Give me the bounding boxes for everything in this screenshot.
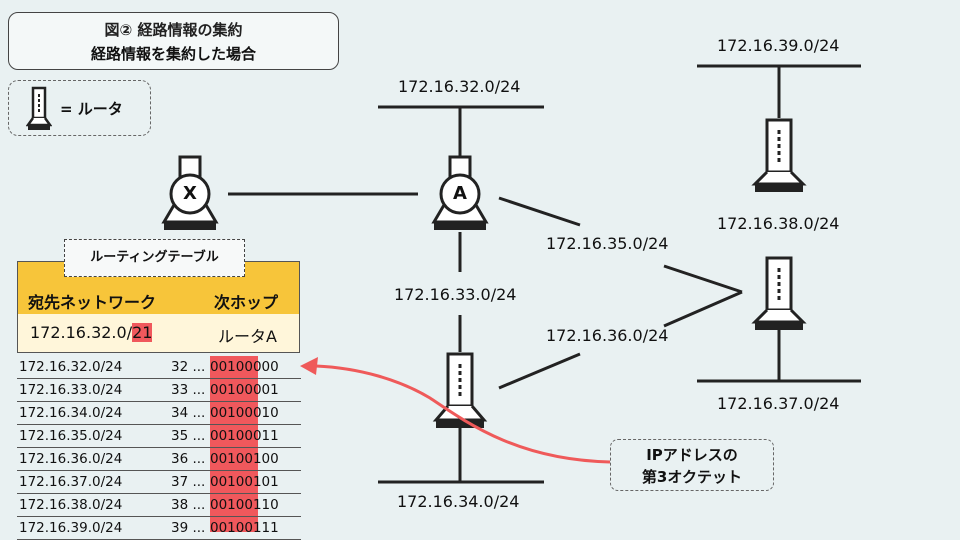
rt-hop: ルータA	[218, 327, 277, 346]
router-a-label: A	[453, 183, 467, 204]
octet-row-decimal: 38 ...	[171, 497, 206, 513]
octet-row-decimal: 33 ...	[171, 382, 206, 398]
network-label-37: 172.16.37.0/24	[717, 394, 840, 413]
callout-line1: IPアドレスの	[646, 446, 738, 464]
octet-row-network: 172.16.32.0/24	[19, 359, 123, 375]
legend-box	[8, 80, 151, 136]
title-box: 図② 経路情報の集約 経路情報を集約した場合	[8, 12, 339, 70]
octet-row: 172.16.38.0/24 38 ...00100110	[17, 494, 301, 517]
octet-row: 172.16.33.0/24 33 ...00100001	[17, 379, 301, 402]
link-35-right	[663, 264, 743, 294]
octet-row-decimal: 36 ...	[171, 451, 206, 467]
octet-row-network: 172.16.38.0/24	[19, 497, 123, 513]
octet-row-network: 172.16.33.0/24	[19, 382, 123, 398]
octet-row-network: 172.16.37.0/24	[19, 474, 123, 490]
common-bits-highlight	[210, 356, 258, 532]
octet-row-binary: 00100010	[210, 405, 279, 421]
network-label-36: 172.16.36.0/24	[546, 326, 669, 345]
octet-row-binary: 00100000	[210, 359, 279, 375]
network-label-32: 172.16.32.0/24	[398, 77, 521, 96]
rt-dest: 172.16.32.0/21	[30, 323, 153, 342]
callout-arrow	[315, 364, 611, 464]
callout-line2: 第3オクテット	[641, 468, 743, 486]
routing-table-label: ルーティングテーブル	[64, 239, 245, 277]
octet-row-binary: 00100011	[210, 428, 279, 444]
network-label-38: 172.16.38.0/24	[717, 214, 840, 233]
router-right-top-icon	[751, 118, 807, 192]
network-label-33: 172.16.33.0/24	[394, 285, 517, 304]
network-label-35: 172.16.35.0/24	[546, 234, 669, 253]
octet-row-decimal: 35 ...	[171, 428, 206, 444]
rt-header-hop: 次ホップ	[214, 293, 279, 312]
octet-row-network: 172.16.34.0/24	[19, 405, 123, 421]
rt-dest-mask: 21	[132, 323, 153, 342]
router-a-icon	[431, 155, 489, 230]
octet-table: 172.16.32.0/24 32 ...00100000 172.16.33.0/…	[17, 356, 301, 540]
octet-row: 172.16.39.0/24 39 ...00100111	[17, 517, 301, 540]
callout-box: IPアドレスの 第3オクテット	[610, 439, 774, 491]
octet-row-decimal: 37 ...	[171, 474, 206, 490]
octet-row: 172.16.35.0/24 35 ...00100011	[17, 425, 301, 448]
router-bottom-icon	[432, 352, 488, 428]
arrow-head	[300, 357, 318, 375]
octet-row-binary: 00100001	[210, 382, 279, 398]
router-x-label: X	[183, 183, 197, 204]
link-36-right	[663, 290, 743, 328]
router-right-lower-icon	[751, 256, 807, 330]
octet-row: 172.16.32.0/24 32 ...00100000	[17, 356, 301, 379]
network-label-39: 172.16.39.0/24	[717, 36, 840, 55]
octet-row-network: 172.16.39.0/24	[19, 520, 123, 536]
octet-row-network: 172.16.36.0/24	[19, 451, 123, 467]
octet-row-binary: 00100110	[210, 497, 279, 513]
octet-row-binary: 00100100	[210, 451, 279, 467]
octet-row: 172.16.37.0/24 37 ...00100101	[17, 471, 301, 494]
octet-row-binary: 00100111	[210, 520, 279, 536]
legend-router-icon	[26, 86, 52, 130]
octet-row-decimal: 34 ...	[171, 405, 206, 421]
octet-row-decimal: 39 ...	[171, 520, 206, 536]
link-a-35	[498, 196, 581, 227]
octet-row-network: 172.16.35.0/24	[19, 428, 123, 444]
router-x-icon	[161, 155, 219, 230]
rt-header-dest: 宛先ネットワーク	[28, 293, 157, 312]
octet-row-decimal: 32 ...	[171, 359, 206, 375]
octet-row-binary: 00100101	[210, 474, 279, 490]
legend-text: = ルータ	[60, 100, 123, 118]
network-label-34: 172.16.34.0/24	[397, 492, 520, 511]
title-line2: 経路情報を集約した場合	[90, 45, 256, 63]
routing-table-entry: 172.16.32.0/21 ルータA	[17, 314, 300, 353]
octet-row: 172.16.34.0/24 34 ...00100010	[17, 402, 301, 425]
octet-row: 172.16.36.0/24 36 ...00100100	[17, 448, 301, 471]
title-line1: 図② 経路情報の集約	[104, 21, 243, 39]
link-bottom-36	[498, 352, 581, 390]
rt-dest-prefix: 172.16.32.0/	[30, 323, 133, 342]
